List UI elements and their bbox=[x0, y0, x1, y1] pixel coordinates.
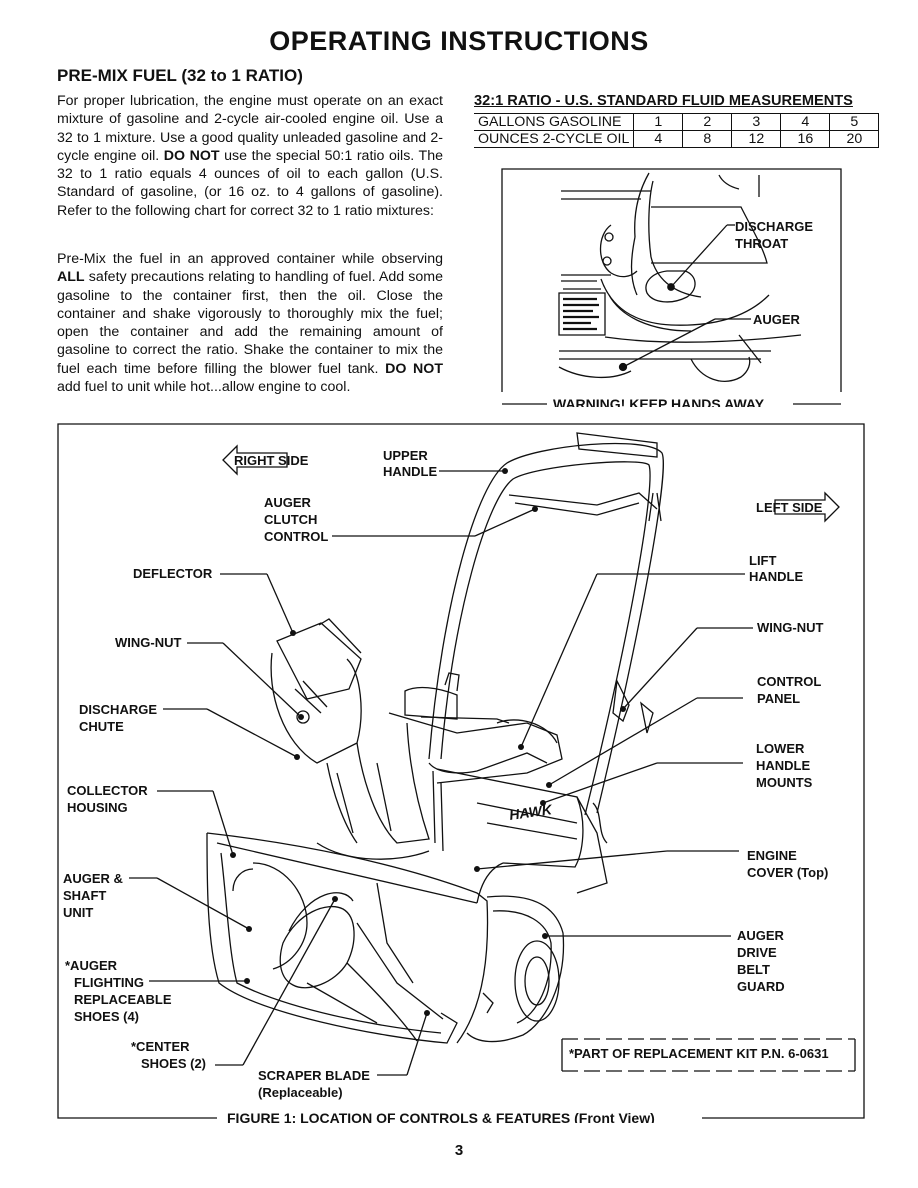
auger-flighting-label-line4: SHOES (4) bbox=[74, 1009, 139, 1024]
warning-label: WARNING! KEEP HANDS AWAY bbox=[553, 396, 765, 407]
center-shoes-label-line1: *CENTER bbox=[131, 1039, 190, 1054]
inset-frame bbox=[501, 168, 842, 392]
table-row: GALLONS GASOLINE 1 2 3 4 5 bbox=[474, 113, 880, 131]
auger-label: AUGER bbox=[753, 312, 801, 327]
scraper-blade-label-line2: (Replaceable) bbox=[258, 1085, 343, 1100]
fuel-instructions-paragraph: For proper lubrication, the engine must … bbox=[57, 92, 443, 220]
discharge-label-line1: DISCHARGE bbox=[735, 219, 813, 234]
kit-note-box: *PART OF REPLACEMENT KIT P.N. 6-0631 bbox=[561, 1038, 856, 1072]
wing-nut-left-label: WING-NUT bbox=[115, 635, 181, 650]
row-header: OUNCES 2-CYCLE OIL bbox=[474, 130, 635, 148]
scraper-blade-label-line1: SCRAPER BLADE bbox=[258, 1068, 370, 1083]
para2-text-c: add fuel to unit while hot...allow engin… bbox=[57, 379, 351, 396]
collector-housing-label-line1: COLLECTOR bbox=[67, 783, 148, 798]
lower-handle-label-line2: HANDLE bbox=[756, 758, 810, 773]
lift-handle-label-line1: LIFT bbox=[749, 553, 776, 568]
leader-dots bbox=[230, 468, 626, 1016]
section-heading: PRE-MIX FUEL (32 to 1 RATIO) bbox=[57, 66, 303, 85]
table-cell: 3 bbox=[731, 113, 782, 131]
leader-lines bbox=[129, 470, 753, 1076]
table-cell: 16 bbox=[780, 130, 831, 148]
ratio-table-caption: 32:1 RATIO - U.S. STANDARD FLUID MEASURE… bbox=[474, 93, 853, 109]
table-cell: 12 bbox=[731, 130, 782, 148]
discharge-throat-illustration: DISCHARGE THROAT AUGER WARNING! KEEP HAN… bbox=[501, 168, 842, 407]
wing-nut-right-label: WING-NUT bbox=[757, 620, 823, 635]
lower-handle-label-line1: LOWER bbox=[756, 741, 805, 756]
right-side-label: RIGHT SIDE bbox=[234, 453, 309, 468]
auger-drive-label-line2: DRIVE bbox=[737, 945, 777, 960]
para1-text-b: use the special 50:1 ratio oils. The 32 … bbox=[57, 147, 443, 219]
engine-cover-label-line2: COVER (Top) bbox=[747, 865, 828, 880]
right-side-arrow-icon bbox=[222, 444, 288, 476]
table-cell: 8 bbox=[682, 130, 733, 148]
table-cell: 5 bbox=[829, 113, 880, 131]
premix-instructions-paragraph: Pre-Mix the fuel in an approved containe… bbox=[57, 250, 443, 396]
controls-features-figure: HAWK RIGHT SIDE UPPER HANDLE AUGER CLUTC… bbox=[57, 423, 865, 1123]
kit-note: *PART OF REPLACEMENT KIT P.N. 6-0631 bbox=[569, 1046, 829, 1061]
para1-bold-a: DO NOT bbox=[163, 147, 220, 164]
auger-drive-label-line3: BELT bbox=[737, 962, 770, 977]
figure-caption: FIGURE 1: LOCATION OF CONTROLS & FEATURE… bbox=[227, 1110, 655, 1123]
brand-mark: HAWK bbox=[508, 801, 553, 823]
table-cell: 20 bbox=[829, 130, 880, 148]
page-title: OPERATING INSTRUCTIONS bbox=[269, 26, 649, 56]
table-cell: 4 bbox=[633, 130, 684, 148]
collector-housing-label-line2: HOUSING bbox=[67, 800, 128, 815]
table-cell: 4 bbox=[780, 113, 831, 131]
auger-flighting-label-line1: *AUGER bbox=[65, 958, 118, 973]
auger-shaft-label-line2: SHAFT bbox=[63, 888, 106, 903]
engine-cover-label-line1: ENGINE bbox=[747, 848, 797, 863]
control-panel-label-line2: PANEL bbox=[757, 691, 800, 706]
discharge-chute-label-line1: DISCHARGE bbox=[79, 702, 157, 717]
leader-line bbox=[622, 318, 716, 368]
auger-drive-label-line1: AUGER bbox=[737, 928, 785, 943]
para1-text-a: For proper lubrication, the engine must … bbox=[57, 93, 443, 164]
figure-frame bbox=[57, 423, 865, 1119]
para2-bold-a: ALL bbox=[57, 269, 85, 286]
page-number: 3 bbox=[454, 1142, 464, 1159]
discharge-chute-label-line2: CHUTE bbox=[79, 719, 124, 734]
para2-text-b: safety precautions relating to handling … bbox=[57, 269, 443, 377]
row-header: GALLONS GASOLINE bbox=[474, 113, 635, 131]
upper-handle-label-line2: HANDLE bbox=[383, 464, 437, 479]
throat-label-line2: THROAT bbox=[735, 236, 788, 251]
auger-shaft-label-line3: UNIT bbox=[63, 905, 93, 920]
auger-flighting-label-line3: REPLACEABLE bbox=[74, 992, 172, 1007]
throat-drawing bbox=[558, 172, 802, 382]
deflector-label: DEFLECTOR bbox=[133, 566, 213, 581]
table-cell: 1 bbox=[633, 113, 684, 131]
control-panel-label-line1: CONTROL bbox=[757, 674, 821, 689]
auger-drive-label-line4: GUARD bbox=[737, 979, 785, 994]
left-side-arrow-icon bbox=[774, 491, 840, 523]
snowblower-drawing bbox=[206, 432, 664, 1044]
table-row: OUNCES 2-CYCLE OIL 4 8 12 16 20 bbox=[474, 130, 880, 148]
auger-flighting-label-line2: FLIGHTING bbox=[74, 975, 144, 990]
left-side-label: LEFT SIDE bbox=[756, 500, 823, 515]
auger-clutch-label-line3: CONTROL bbox=[264, 529, 328, 544]
center-shoes-label-line2: SHOES (2) bbox=[141, 1056, 206, 1071]
ratio-table: GALLONS GASOLINE 1 2 3 4 5 OUNCES 2-CYCL… bbox=[474, 113, 880, 148]
para2-text-a: Pre-Mix the fuel in an approved containe… bbox=[57, 251, 443, 267]
leader-line bbox=[670, 224, 728, 288]
para2-bold-b: DO NOT bbox=[385, 360, 444, 377]
lower-handle-label-line3: MOUNTS bbox=[756, 775, 813, 790]
auger-shaft-label-line1: AUGER & bbox=[63, 871, 123, 886]
auger-clutch-label-line1: AUGER bbox=[264, 495, 312, 510]
lift-handle-label-line2: HANDLE bbox=[749, 569, 803, 584]
upper-handle-label-line1: UPPER bbox=[383, 448, 428, 463]
table-cell: 2 bbox=[682, 113, 733, 131]
auger-clutch-label-line2: CLUTCH bbox=[264, 512, 317, 527]
